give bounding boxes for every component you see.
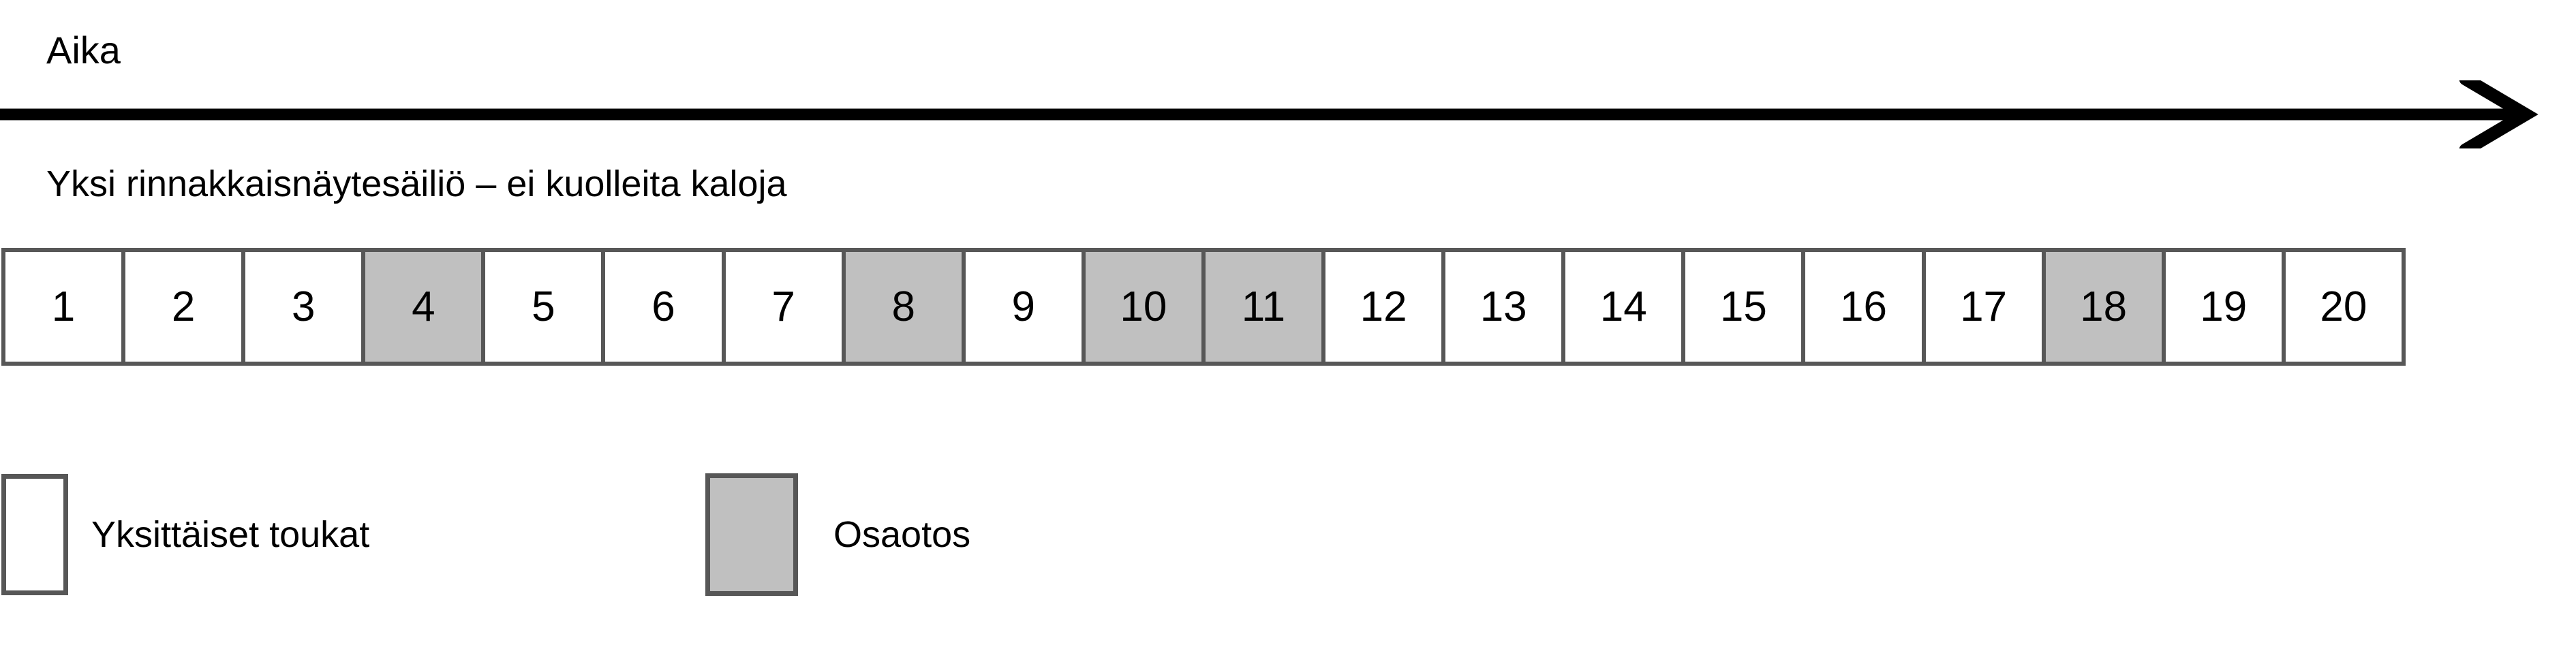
timeline-cell[interactable]: 6 bbox=[605, 252, 726, 362]
timeline-cell[interactable]: 8 bbox=[845, 252, 966, 362]
time-axis-label: Aika bbox=[46, 29, 121, 72]
timeline-cell-row: 1 2 3 4 5 6 7 8 9 10 11 12 13 14 15 16 1… bbox=[1, 248, 2406, 366]
timeline-cell[interactable]: 19 bbox=[2165, 252, 2286, 362]
time-axis-arrow bbox=[0, 72, 2576, 157]
timeline-cell[interactable]: 20 bbox=[2285, 252, 2402, 362]
timeline-cell[interactable]: 3 bbox=[245, 252, 366, 362]
legend: Yksittäiset toukat Osaotos bbox=[0, 470, 2576, 606]
legend-label: Yksittäiset toukat bbox=[91, 514, 370, 555]
timeline-cell[interactable]: 1 bbox=[5, 252, 126, 362]
right-arrow-icon bbox=[0, 72, 2539, 157]
timeline-cell[interactable]: 16 bbox=[1805, 252, 1926, 362]
timeline-cell[interactable]: 7 bbox=[725, 252, 846, 362]
timeline-cell[interactable]: 5 bbox=[485, 252, 606, 362]
legend-item-subsample: Osaotos bbox=[705, 470, 970, 599]
timeline-cell[interactable]: 2 bbox=[125, 252, 246, 362]
timeline-cell[interactable]: 18 bbox=[2045, 252, 2166, 362]
timeline-cell[interactable]: 13 bbox=[1445, 252, 1566, 362]
timeline-cell[interactable]: 9 bbox=[965, 252, 1086, 362]
timeline-cell[interactable]: 11 bbox=[1205, 252, 1326, 362]
legend-item-individual-larvae: Yksittäiset toukat bbox=[1, 470, 369, 599]
legend-swatch-gray bbox=[705, 473, 798, 596]
arrow-head bbox=[2459, 72, 2539, 157]
timeline-cell[interactable]: 17 bbox=[1925, 252, 2046, 362]
timeline-cell[interactable]: 12 bbox=[1325, 252, 1446, 362]
legend-label: Osaotos bbox=[833, 514, 971, 555]
timeline-cell[interactable]: 14 bbox=[1565, 252, 1686, 362]
container-subtitle: Yksi rinnakkaisnäytesäiliö – ei kuolleit… bbox=[46, 163, 787, 204]
timeline-cell[interactable]: 10 bbox=[1085, 252, 1206, 362]
timeline-cell[interactable]: 15 bbox=[1685, 252, 1806, 362]
legend-swatch-white bbox=[1, 474, 68, 595]
timeline-cell[interactable]: 4 bbox=[365, 252, 486, 362]
